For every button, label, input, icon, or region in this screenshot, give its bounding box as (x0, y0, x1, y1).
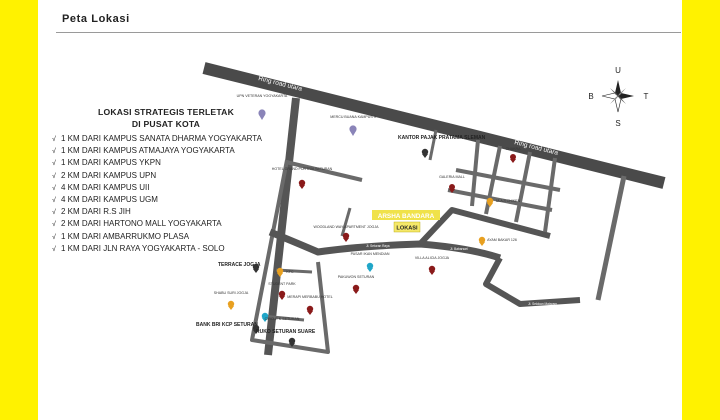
svg-text:WOODLAND WAY APARTMENT JOGJA: WOODLAND WAY APARTMENT JOGJA (313, 225, 379, 229)
feature-item: √4 KM DARI KAMPUS UGM (52, 194, 262, 206)
pin-lokasi[interactable]: LOKASI (393, 221, 421, 233)
svg-text:SHABU SURI JOGJA: SHABU SURI JOGJA (214, 291, 249, 295)
svg-text:MERAPI MERBABU HOTEL: MERAPI MERBABU HOTEL (287, 295, 333, 299)
svg-text:KANTOR PAJAK PRATAMA SLEMAN: KANTOR PAJAK PRATAMA SLEMAN (398, 135, 486, 141)
arsha-label: ARSHA BANDARA (372, 210, 440, 220)
page-title: Peta Lokasi (62, 13, 130, 25)
compass-west: B (588, 92, 593, 101)
feature-item: √1 KM DARI KAMPUS ATMAJAYA YOGYAKARTA (52, 145, 262, 157)
feature-list: √1 KM DARI KAMPUS SANATA DHARMA YOGYAKAR… (52, 133, 262, 255)
pin-ulaji[interactable]: ULAJI CHIKEN (486, 197, 521, 207)
ring-road (202, 62, 666, 189)
svg-text:TERRACE JOGJA: TERRACE JOGJA (218, 262, 261, 268)
pin-ruko[interactable]: RUKO SETURAN SUARE (256, 329, 316, 347)
compass-north: U (615, 66, 621, 75)
west-loop-road (250, 159, 330, 354)
svg-text:HOTEL GRAND PURTRIA SETURAN: HOTEL GRAND PURTRIA SETURAN (272, 167, 333, 171)
svg-text:UPN VETERAN YOGYAKARTA: UPN VETERAN YOGYAKARTA (237, 94, 288, 98)
check-icon: √ (52, 184, 56, 192)
central-road (268, 228, 502, 262)
feature-item: √1 KM DARI KAMPUS YKPN (52, 157, 262, 169)
check-icon: √ (52, 136, 56, 143)
yellow-frame-right (682, 0, 720, 420)
svg-text:CHAKRA: CHAKRA (506, 147, 522, 151)
pin-bank-bri[interactable]: BANK BRI KCP SETURAN (196, 322, 260, 334)
ne-grid-h1 (455, 168, 561, 192)
feature-item: √2 KM DARI HARTONO MALL YOGYAKARTA (52, 218, 262, 230)
check-icon: √ (52, 233, 56, 241)
lower-loop-road (483, 256, 581, 307)
spur-hotel (285, 160, 363, 182)
pin-pasar[interactable]: PASAR IKAN MENDIAN (351, 252, 390, 272)
check-icon: √ (52, 221, 56, 229)
feature-item: √1 KM DARI AMBARRUKMO PLASA (52, 231, 262, 243)
feature-item: √1 KM DARI JLN RAYA YOGYAKARTA - SOLO (52, 243, 262, 255)
svg-text:BANK BRI KCP SETURAN: BANK BRI KCP SETURAN (196, 322, 258, 328)
pin-chakra[interactable]: CHAKRA (506, 147, 522, 163)
street-label-5: Jl. Babarsari (450, 247, 468, 251)
compass-south: S (615, 119, 620, 128)
street-label-2: Jl. Seturan Raya (366, 244, 390, 248)
headline-line-1: LOKASI STRATEGIS TERLETAK (98, 107, 234, 117)
svg-text:VILLA ALICIA JOGJA: VILLA ALICIA JOGJA (415, 256, 450, 260)
svg-text:ARSHA BANDARA: ARSHA BANDARA (378, 213, 435, 220)
svg-text:MERCU BUANA KAMPUS 3: MERCU BUANA KAMPUS 3 (330, 115, 376, 119)
svg-text:AYAM BAKAR 126: AYAM BAKAR 126 (487, 238, 517, 242)
pin-mercu-buana[interactable]: MERCU BUANA KAMPUS 3 (330, 115, 376, 136)
info-headline: LOKASI STRATEGIS TERLETAK DI PUSAT KOTA (40, 106, 292, 130)
svg-text:KFC: KFC (286, 270, 294, 274)
title-divider (56, 32, 681, 33)
street-label-4: Jl. Seturan Baru (255, 275, 262, 298)
pin-woodland[interactable]: WOODLAND WAY APARTMENT JOGJA (313, 225, 379, 242)
svg-text:GALERIA MALL: GALERIA MALL (439, 175, 465, 179)
svg-text:PAKUWON SETURAN: PAKUWON SETURAN (338, 275, 375, 279)
feature-item: √1 KM DARI KAMPUS SANATA DHARMA YOGYAKAR… (52, 133, 262, 145)
yellow-frame-left (0, 0, 38, 420)
pajak-road (428, 129, 438, 161)
pin-mirah[interactable]: MERAPI MERBABU HOTEL (287, 295, 333, 315)
northeast-road (417, 207, 551, 247)
spur-ruko (261, 314, 305, 322)
pin-kfc[interactable]: KFC (276, 267, 294, 277)
pin-student-park[interactable]: STUDENT PARK (268, 282, 296, 300)
feature-item: √4 KM DARI KAMPUS UII (52, 182, 262, 194)
west-main-road (264, 97, 300, 356)
check-icon: √ (52, 209, 56, 217)
street-label-1: Jl. Seturan (280, 121, 286, 137)
feature-item: √2 KM DARI KAMPUS UPN (52, 170, 262, 182)
pin-pakuwon[interactable]: PAKUWON SETURAN (338, 275, 375, 294)
svg-text:LOKASI: LOKASI (396, 226, 418, 232)
svg-text:RUKO SETURAN SUARE: RUKO SETURAN SUARE (256, 329, 316, 335)
svg-text:STUDENT PARK: STUDENT PARK (268, 282, 296, 286)
ne-grid-h2 (447, 188, 553, 212)
pin-shabu[interactable]: SHABU SURI JOGJA (214, 291, 249, 310)
pin-terrace[interactable]: TERRACE JOGJA (218, 262, 261, 273)
headline-line-2: DI PUSAT KOTA (131, 119, 201, 129)
compass-rose: U S B T (588, 66, 648, 128)
pin-kantor-pajak[interactable]: KANTOR PAJAK PRATAMA SLEMAN (398, 135, 486, 158)
svg-text:ULAJI CHIKEN: ULAJI CHIKEN (496, 199, 521, 203)
check-icon: √ (52, 148, 56, 156)
check-icon: √ (52, 160, 56, 168)
svg-text:PASAR IKAN MENDIAN: PASAR IKAN MENDIAN (351, 252, 390, 256)
street-label-6: Jl. Selokan Mataram (528, 302, 557, 306)
check-icon: √ (52, 172, 56, 180)
spur-woodland (340, 207, 352, 237)
pin-hotel[interactable]: HOTEL GRAND PURTRIA SETURAN (272, 167, 333, 189)
east-far-road (595, 175, 627, 301)
pin-upn[interactable]: UPN VETERAN YOGYAKARTA (237, 94, 288, 120)
pin-circle-k[interactable]: CIRCLE K SETURAN (261, 312, 300, 322)
check-icon: √ (52, 197, 56, 205)
svg-text:CIRCLE K SETURAN: CIRCLE K SETURAN (265, 317, 300, 321)
feature-item: √2 KM DARI R.S JIH (52, 206, 262, 218)
ne-grid-v4 (543, 157, 557, 233)
ne-grid-v3 (514, 151, 532, 223)
pin-villa-alicia[interactable]: VILLA ALICIA JOGJA (415, 256, 450, 275)
compass-east: T (644, 92, 649, 101)
pin-galeria[interactable]: GALERIA MALL (439, 175, 465, 193)
pin-ayam-bakar[interactable]: AYAM BAKAR 126 (478, 236, 517, 246)
check-icon: √ (52, 245, 56, 253)
